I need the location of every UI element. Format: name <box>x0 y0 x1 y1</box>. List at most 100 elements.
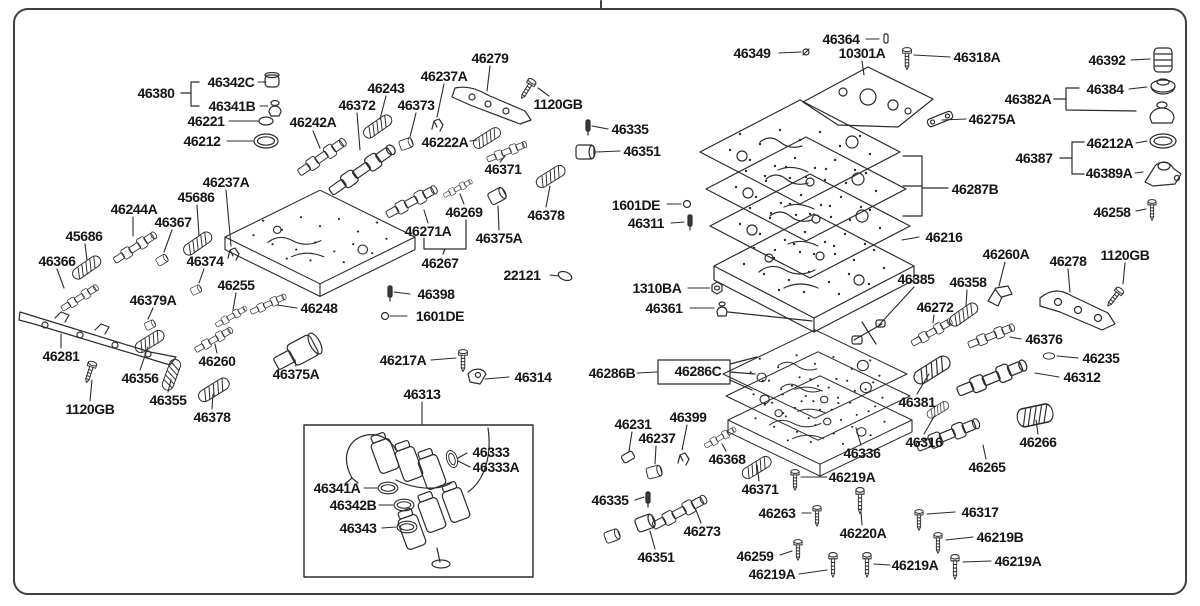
part-label-46279: 46279 <box>471 50 509 66</box>
part-label-46384: 46384 <box>1086 81 1124 97</box>
part-label-46341b: 46341B <box>208 98 256 114</box>
part-label-46258: 46258 <box>1093 204 1131 220</box>
part-label-46237a: 46237A <box>420 68 468 84</box>
bracket-46387 <box>1059 141 1085 175</box>
part-label-46219a-3: 46219A <box>891 557 939 573</box>
part-label-46266: 46266 <box>1019 434 1057 450</box>
part-label-46376: 46376 <box>1025 331 1063 347</box>
part-label-22121: 22121 <box>503 267 541 283</box>
part-label-46286b: 46286B <box>588 365 636 381</box>
part-label-46267: 46267 <box>421 255 459 271</box>
ball-1601de-right <box>682 199 692 209</box>
part-label-46220a: 46220A <box>839 525 887 541</box>
part-label-46343: 46343 <box>339 520 377 536</box>
part-label-46275a: 46275A <box>968 111 1016 127</box>
part-label-46361: 46361 <box>645 300 683 316</box>
part-label-1120gb-3: 1120GB <box>1100 247 1150 263</box>
o-ring-46212 <box>253 133 279 149</box>
part-label-46311: 46311 <box>627 215 665 231</box>
part-label-46333: 46333 <box>472 444 510 460</box>
part-label-46219a-2: 46219A <box>748 566 796 582</box>
part-label-46219a-4: 46219A <box>994 553 1042 569</box>
part-label-45686: 45686 <box>177 189 215 205</box>
part-label-46335: 46335 <box>611 121 649 137</box>
cap-46384 <box>1150 78 1176 95</box>
lever-46314 <box>467 368 487 385</box>
page-frame <box>13 0 1187 595</box>
part-label-46222a: 46222A <box>421 134 469 150</box>
part-label-46351-2: 46351 <box>637 549 675 565</box>
ball-1601de-left <box>380 311 390 321</box>
part-label-46385: 46385 <box>897 271 935 287</box>
part-label-46398: 46398 <box>417 286 455 302</box>
grommet-46361 <box>716 301 728 317</box>
small-parts-left <box>18 71 596 405</box>
brace-46333 <box>457 452 471 468</box>
part-label-1601de-2: 1601DE <box>611 197 661 213</box>
part-label-46342c: 46342C <box>207 74 255 90</box>
part-label-46248: 46248 <box>300 300 338 316</box>
part-label-46219a: 46219A <box>828 469 876 485</box>
part-label-46287b: 46287B <box>951 181 999 197</box>
leader-lines <box>56 38 1151 575</box>
part-label-1120gb-2: 1120GB <box>65 401 115 417</box>
part-label-46382a: 46382A <box>1004 91 1052 107</box>
part-label-46216: 46216 <box>925 229 963 245</box>
part-label-46255: 46255 <box>217 277 255 293</box>
part-label-46335-2: 46335 <box>591 492 629 508</box>
part-label-46366: 46366 <box>38 253 76 269</box>
rail-46281 <box>18 311 177 366</box>
part-label-46281: 46281 <box>42 348 80 364</box>
part-label-46318a: 46318A <box>953 49 1001 65</box>
part-label-1120gb: 1120GB <box>533 96 583 112</box>
part-label-45686-2: 45686 <box>65 228 103 244</box>
part-label-46375a: 46375A <box>475 230 523 246</box>
part-label-46212: 46212 <box>183 133 221 149</box>
part-label-46244a: 46244A <box>110 201 158 217</box>
part-label-46367: 46367 <box>154 214 192 230</box>
part-label-46378: 46378 <box>527 207 565 223</box>
part-label-46371: 46371 <box>484 161 522 177</box>
bracket-46382a <box>1053 87 1137 112</box>
part-label-46316: 46316 <box>905 434 943 450</box>
part-label-46286c: 46286C <box>674 363 722 379</box>
bracket-46380 <box>180 81 200 107</box>
part-label-46217a: 46217A <box>379 352 427 368</box>
o-ring-46342c <box>264 71 280 88</box>
part-label-46379a: 46379A <box>129 292 177 308</box>
part-label-46392: 46392 <box>1088 52 1126 68</box>
part-label-46272: 46272 <box>916 299 954 315</box>
part-label-46242a: 46242A <box>289 114 337 130</box>
part-label-46342b: 46342B <box>329 497 377 513</box>
solenoid-inset-box <box>303 424 534 578</box>
part-label-46243: 46243 <box>367 80 405 96</box>
part-label-46364: 46364 <box>822 31 860 47</box>
part-label-46389a: 46389A <box>1085 165 1133 181</box>
small-parts-right <box>602 33 1182 580</box>
part-label-46378-2: 46378 <box>193 409 231 425</box>
part-label-46235: 46235 <box>1082 350 1120 366</box>
bracket-46279 <box>451 86 532 125</box>
part-label-46312: 46312 <box>1063 369 1101 385</box>
part-label-46269: 46269 <box>445 204 483 220</box>
part-label-46237: 46237 <box>638 430 676 446</box>
part-label-46374: 46374 <box>186 253 224 269</box>
o-ring-46212a <box>1149 133 1177 149</box>
bracket-46287b <box>902 155 949 217</box>
part-label-46355: 46355 <box>149 392 187 408</box>
grommet-46341b <box>268 99 282 117</box>
part-label-46317: 46317 <box>961 504 999 520</box>
boot-46382a <box>1149 101 1175 124</box>
wedge-46231 <box>620 450 636 464</box>
part-label-46336: 46336 <box>843 445 881 461</box>
linkage-46385 <box>851 319 886 345</box>
part-label-10301a: 10301A <box>838 45 886 61</box>
clamp-46260a <box>987 285 1013 307</box>
upper-valve-body-stack <box>700 66 934 332</box>
part-label-46371-2: 46371 <box>741 481 779 497</box>
part-label-46373: 46373 <box>397 97 435 113</box>
screw-46349 <box>802 48 810 56</box>
part-label-46368: 46368 <box>708 451 746 467</box>
